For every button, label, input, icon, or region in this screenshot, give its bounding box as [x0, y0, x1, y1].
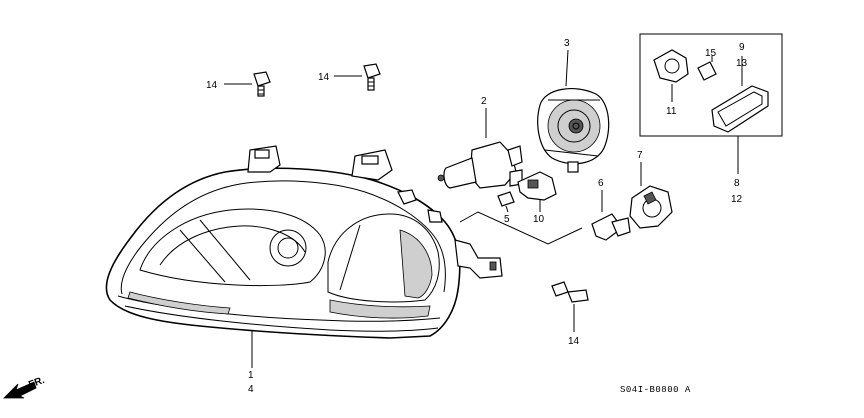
callout-11: 11: [666, 106, 677, 117]
callout-6: 6: [598, 178, 604, 189]
direction-label: FR.: [27, 375, 46, 391]
callout-1: 1: [248, 370, 254, 381]
side-marker-assembly: [639, 33, 783, 174]
callout-15: 15: [705, 48, 717, 59]
callout-3: 3: [564, 38, 570, 49]
bulb-socket-7: [629, 162, 673, 229]
bulb-socket-cover: [537, 49, 610, 173]
small-bulb-5: [497, 191, 515, 213]
bolt-14-middle: [334, 63, 381, 91]
callout-14-middle: 14: [318, 72, 330, 83]
callout-13: 13: [736, 58, 748, 69]
callout-4: 4: [248, 384, 254, 395]
bulb-socket-10: [517, 171, 557, 212]
small-bulb-6: [591, 190, 631, 241]
callout-14-bottom: 14: [568, 336, 580, 347]
headlight-housing: [105, 145, 503, 339]
callout-9: 9: [739, 42, 745, 53]
callout-5: 5: [504, 214, 510, 225]
headlight-bulb: [437, 108, 523, 189]
bolt-14-left: [224, 71, 271, 97]
callout-8: 8: [734, 178, 740, 189]
callout-14-left: 14: [206, 80, 218, 91]
diagram-code: S04I-B0800 A: [620, 385, 691, 395]
callout-12: 12: [731, 194, 743, 205]
front-direction-arrow: FR.: [3, 375, 46, 399]
bolt-14-bottom: [551, 281, 589, 332]
callout-2: 2: [481, 96, 487, 107]
callout-10: 10: [533, 214, 545, 225]
callout-7: 7: [637, 150, 643, 161]
